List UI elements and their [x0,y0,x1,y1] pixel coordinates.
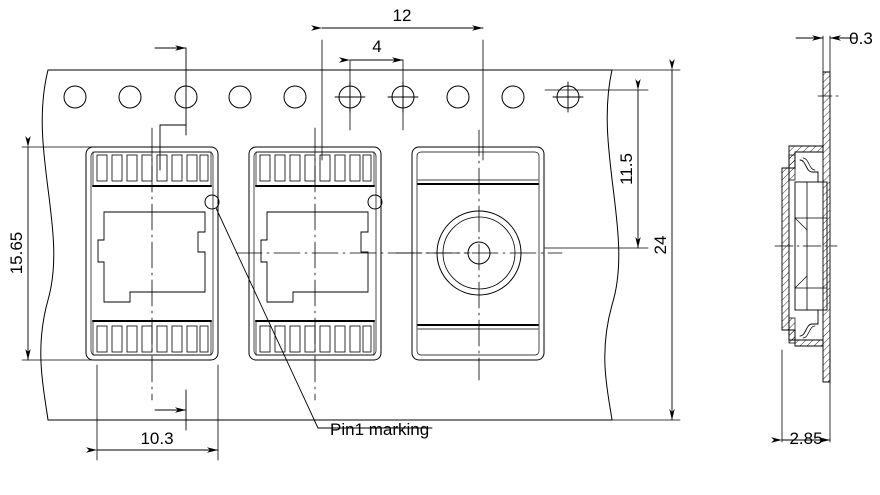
dimension-label-body-height: 15.65 [7,232,26,275]
rj45-aperture-1 [97,211,206,303]
pin1-marking-dot-1 [204,194,220,210]
pin-row-top-2 [259,154,372,182]
dimension-tape-height-partial [544,79,649,249]
pin1-leader [215,207,433,429]
connector-body-3 [395,129,563,381]
sprocket-hole [118,85,142,109]
dimension-label-pitch-overall: 12 [393,6,412,25]
pin-row-top-1 [96,154,209,182]
dimension-body-width [86,364,219,461]
pin-row-bottom-1 [96,325,209,353]
dimension-body-height [21,136,96,361]
connector-body-1 [85,127,220,401]
dimension-pitch-sprocket [339,57,404,131]
dimension-label-tape-height-partial: 11.5 [617,153,636,185]
pin1-marking-label: Pin1 marking [330,420,429,439]
datum-arrow-top [154,45,187,171]
sprocket-hole [446,85,470,109]
pin1-marking-dot-2 [367,194,383,210]
break-line-left [40,69,55,421]
dimension-section-depth [771,349,831,443]
dimension-label-body-width: 10.3 [140,429,173,448]
sprocket-hole [228,85,252,109]
break-line-right [604,69,620,421]
dimension-label-tape-height-total: 24 [651,236,670,255]
contact-spring-top [799,159,819,183]
carrier-tape-outline [40,69,620,421]
section-flange [822,71,831,383]
dimension-tape-height-total [599,59,681,421]
connector-body-2 [235,127,471,401]
sprocket-hole [283,85,307,109]
dimension-wall-thickness [795,35,858,73]
sprocket-hole [63,85,87,109]
dimension-label-pitch-sprocket: 4 [372,37,381,56]
connector-cross-section-view [771,35,858,443]
sprocket-hole [501,85,525,109]
contact-spring-bottom [799,309,819,337]
dimension-pitch-overall [311,25,484,161]
dimension-label-wall-thickness: 0.3 [849,29,873,48]
datum-arrow-bottom [154,389,187,431]
dimension-label-section-depth: 2.85 [789,429,822,448]
rj45-aperture-2 [260,211,369,303]
sprocket-hole-row [63,81,584,113]
